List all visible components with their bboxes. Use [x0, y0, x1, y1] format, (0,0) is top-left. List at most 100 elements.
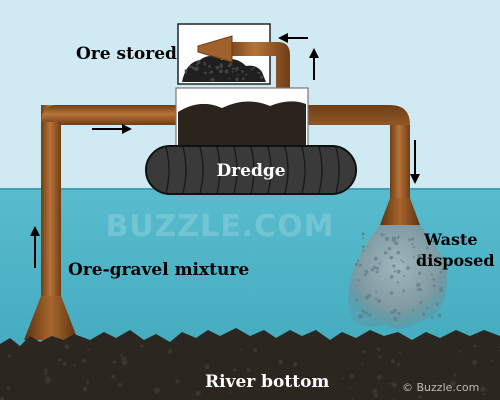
- texture-dot: [210, 77, 215, 82]
- texture-dot: [373, 256, 378, 261]
- texture-dot: [292, 362, 298, 367]
- texture-dot: [154, 387, 161, 394]
- texture-dot: [368, 313, 372, 317]
- texture-dot: [406, 266, 410, 271]
- waste-nozzle: [380, 198, 420, 225]
- texture-dot: [390, 358, 396, 364]
- texture-dot: [412, 256, 415, 259]
- texture-dot: [400, 259, 403, 262]
- texture-dot: [473, 344, 477, 348]
- texture-dot: [418, 271, 422, 275]
- texture-dot: [72, 364, 76, 367]
- waste-pipe-vertical: [390, 125, 410, 200]
- label-ore-gravel-mixture: Ore-gravel mixture: [68, 260, 249, 280]
- texture-dot: [416, 288, 419, 291]
- texture-dot: [388, 382, 392, 385]
- texture-dot: [331, 383, 334, 385]
- texture-dot: [431, 316, 434, 319]
- flow-arrows: [30, 33, 420, 268]
- texture-dot: [140, 344, 144, 348]
- texture-dot: [420, 387, 426, 393]
- arrow-intake-up: [30, 226, 40, 268]
- texture-dot: [422, 312, 426, 316]
- texture-dot: [362, 237, 365, 240]
- texture-dot: [426, 246, 429, 250]
- dredge-label: Dredge: [216, 161, 285, 181]
- texture-dot: [378, 262, 381, 265]
- texture-dot: [471, 359, 478, 366]
- texture-dot: [235, 66, 239, 71]
- texture-dot: [0, 396, 5, 400]
- watermark-text: BUZZLE.COM: [105, 209, 334, 244]
- texture-dot: [392, 264, 396, 268]
- texture-dot: [355, 298, 359, 302]
- texture-dot: [393, 270, 396, 273]
- texture-dot: [210, 70, 213, 74]
- texture-dot: [411, 309, 414, 312]
- label-waste: Waste: [423, 230, 478, 249]
- ore-transfer-pipe: [226, 42, 290, 92]
- texture-dot: [317, 380, 320, 383]
- texture-dot: [373, 392, 379, 398]
- texture-dot: [219, 69, 223, 74]
- texture-dot: [367, 246, 369, 248]
- texture-dot: [242, 77, 245, 80]
- texture-dot: [364, 311, 368, 315]
- intake-pipe: [41, 105, 61, 300]
- texture-dot: [227, 64, 231, 68]
- arrow-waste-down: [410, 140, 420, 184]
- texture-dot: [86, 380, 90, 384]
- texture-dot: [374, 266, 377, 268]
- texture-dot: [112, 360, 117, 365]
- texture-dot: [232, 368, 237, 372]
- texture-dot: [358, 263, 362, 267]
- texture-dot: [432, 284, 436, 288]
- texture-dot: [403, 274, 406, 277]
- texture-dot: [458, 349, 461, 353]
- texture-dot: [208, 72, 211, 74]
- texture-dot: [122, 360, 128, 366]
- texture-dot: [391, 236, 397, 241]
- texture-dot: [383, 251, 388, 255]
- texture-dot: [370, 268, 374, 272]
- texture-dot: [63, 361, 67, 366]
- texture-dot: [351, 397, 354, 400]
- tread-line: [199, 146, 204, 194]
- texture-dot: [480, 386, 486, 392]
- texture-dot: [426, 306, 429, 309]
- ore-pile: [182, 56, 266, 82]
- texture-dot: [453, 373, 457, 377]
- texture-dot: [361, 314, 364, 317]
- texture-dot: [204, 71, 207, 75]
- tread-line: [284, 146, 289, 194]
- texture-dot: [416, 282, 421, 288]
- texture-dot: [396, 269, 401, 274]
- texture-dot: [349, 386, 352, 389]
- texture-dot: [361, 309, 365, 313]
- label-ore-stored: Ore stored: [76, 44, 177, 64]
- texture-dot: [219, 64, 223, 69]
- texture-dot: [397, 281, 400, 284]
- tread-line: [233, 146, 238, 194]
- texture-dot: [203, 62, 206, 66]
- texture-dot: [362, 249, 365, 252]
- texture-dot: [380, 233, 384, 237]
- texture-dot: [204, 364, 210, 370]
- texture-dot: [81, 358, 86, 363]
- texture-dot: [195, 63, 199, 66]
- texture-dot: [245, 73, 248, 76]
- texture-dot: [397, 311, 401, 316]
- texture-dot: [185, 72, 188, 75]
- texture-dot: [194, 66, 199, 71]
- texture-dot: [224, 69, 229, 74]
- texture-dot: [253, 348, 258, 353]
- texture-dot: [357, 279, 360, 282]
- texture-dot: [433, 380, 436, 383]
- texture-dot: [490, 359, 493, 362]
- texture-dot: [184, 69, 188, 73]
- texture-dot: [390, 310, 394, 315]
- label-disposed: disposed: [416, 251, 495, 270]
- texture-dot: [439, 287, 444, 292]
- texture-dot: [391, 381, 397, 388]
